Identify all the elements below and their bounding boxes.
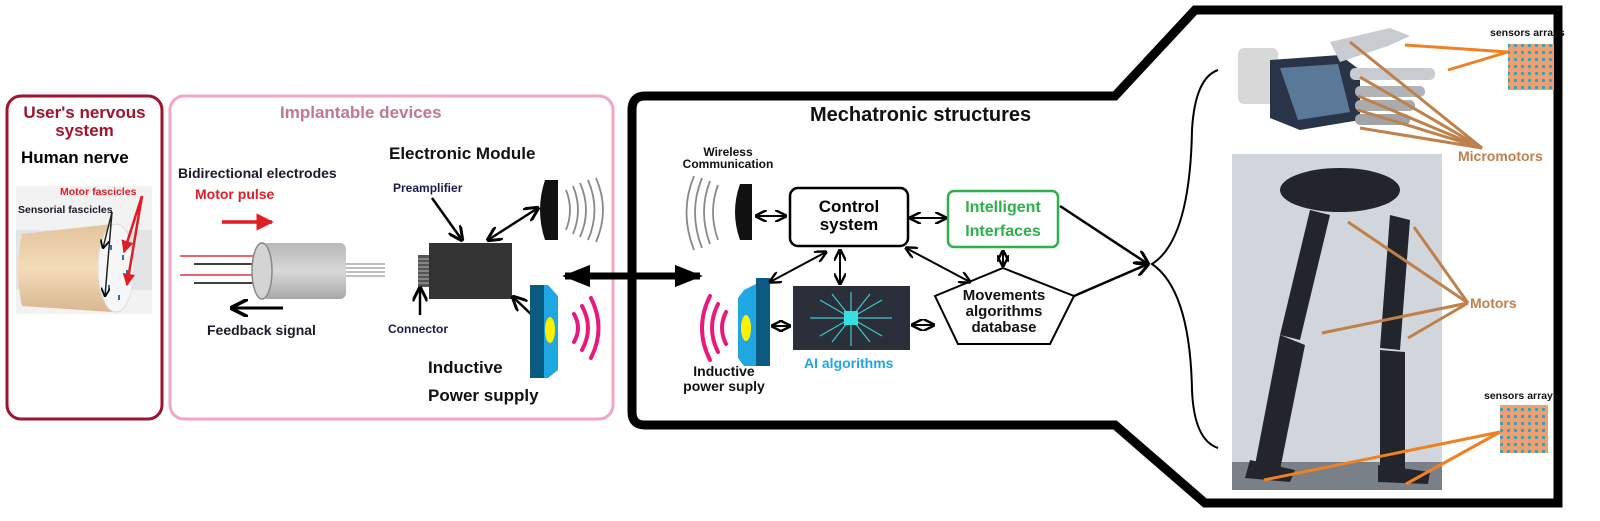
movements-line1: Movements [962,287,1046,304]
wireless-emitter-mechatronic [735,184,752,240]
movements-line2: algorithms [965,303,1043,320]
wireless-emitter-implant [540,180,558,240]
nervous-system-title-line1: User's nervous [23,103,146,122]
human-nerve-label: Human nerve [21,148,129,167]
movements-database-label: Movements algorithms database [940,288,1068,336]
mechatronic-frame [627,5,1563,508]
intelligent-interfaces-box [946,189,1060,249]
inductive-power-label-line2: Power supply [428,386,539,405]
sensor-array-bottom [1500,405,1548,453]
sensor-array-top [1508,44,1554,90]
connector-label: Connector [388,322,448,336]
intelligent-interfaces-label: Intelligent Interfaces [948,196,1058,244]
mech-inductive-line1: Inductive [693,363,755,379]
nervous-system-frame [5,94,164,421]
robotic-hand-image [1238,28,1435,130]
movements-line3: database [971,319,1037,336]
feedback-signal-label: Feedback signal [207,322,316,338]
sensorial-fascicles-label: Sensorial fascicles [18,204,113,216]
nervous-system-title-line2: system [55,121,114,140]
movements-database-pentagon [933,266,1076,345]
mech-inductive-line2: power suply [683,378,765,394]
micromotors-label: Micromotors [1458,148,1543,164]
control-line2: system [819,214,879,234]
mechatronic-title: Mechatronic structures [810,104,1032,126]
electronic-module-label: Electronic Module [389,144,536,163]
wireless-line1: Wireless [703,145,753,159]
exoskeleton-brace [1150,69,1219,449]
bidirectional-electrodes-label: Bidirectional electrodes [178,165,337,181]
nervous-system-title: User's nervous system [12,104,157,140]
inductive-power-label-line1: Inductive [428,358,503,377]
preamplifier-label: Preamplifier [393,181,463,195]
inductive-power-supply-label: Inductive power suply [672,364,776,394]
electronic-module-chip [429,243,512,299]
sensors-arrays-top-label: sensors arrays [1490,27,1565,39]
ai-algorithms-label: AI algorithms [804,355,894,371]
sensors-arrays-bottom-label: sensors arrays [1484,390,1559,402]
wireless-line2: Communication [682,157,774,171]
electrode-image [262,243,346,299]
implantable-title: Implantable devices [280,103,442,122]
control-system-box [788,186,910,248]
implantable-frame [168,94,615,421]
control-line1: Control [818,197,880,216]
intelligent-line1: Intelligent [965,199,1041,216]
intelligent-line2: Interfaces [965,223,1041,240]
motor-pulse-label: Motor pulse [195,186,275,202]
motor-fascicles-label: Motor fascicles [60,186,137,198]
wireless-communication-label: Wireless Communication [668,146,788,170]
control-system-label: Control system [790,198,908,234]
motors-label: Motors [1470,295,1517,311]
